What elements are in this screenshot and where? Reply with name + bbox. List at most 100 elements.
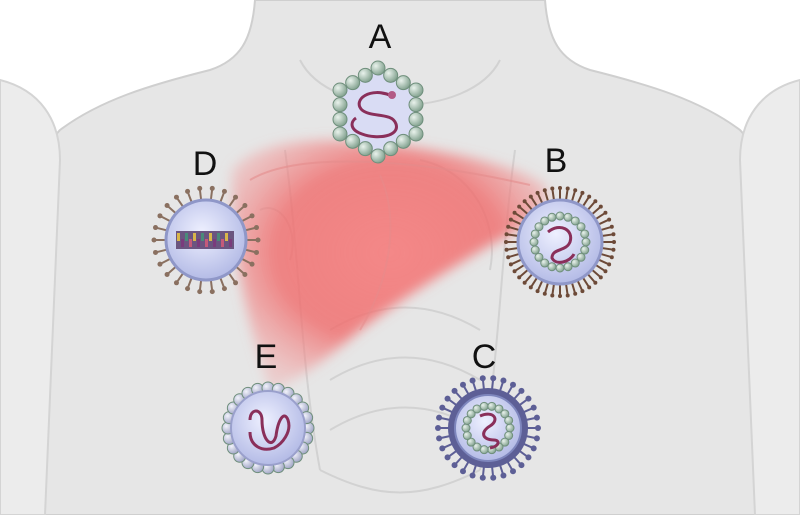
capsomere	[576, 252, 586, 262]
surface-spike-tip	[490, 375, 497, 382]
core-segment	[209, 233, 212, 241]
core-segment	[221, 239, 224, 247]
core-segment	[229, 239, 232, 247]
capsomere	[570, 216, 580, 226]
virus-a-genome-end	[388, 91, 396, 99]
capsomere	[408, 97, 424, 113]
capsomere	[466, 409, 476, 419]
virus-label-e: E	[255, 338, 278, 376]
surface-spike-tip	[565, 186, 570, 191]
virus-c-capsid	[461, 401, 515, 455]
surface-spike-tip	[153, 249, 159, 255]
surface-spike	[551, 188, 556, 201]
surface-spike-tip	[444, 454, 451, 461]
virus-d: D	[151, 145, 261, 295]
core-segment	[197, 239, 200, 247]
surface-spike-tip	[233, 280, 239, 286]
surface-spike-tip	[242, 203, 248, 209]
surface-spike-tip	[518, 387, 525, 394]
surface-spike	[581, 196, 591, 208]
surface-spike-tip	[593, 199, 598, 204]
surface-spike-tip	[506, 255, 511, 260]
capsomere	[505, 423, 515, 433]
surface-spike-tip	[221, 188, 227, 194]
capsomere	[570, 258, 580, 268]
surface-spike	[510, 218, 523, 226]
surface-spike-tip	[242, 271, 248, 277]
surface-spike-tip	[435, 425, 441, 431]
surface-spike-tip	[157, 261, 163, 267]
surface-spike	[594, 263, 606, 273]
surface-spike-tip	[512, 269, 517, 274]
capsomere	[555, 211, 565, 221]
capsomere	[563, 262, 573, 272]
surface-spike-tip	[504, 232, 509, 237]
core-segment	[181, 239, 184, 247]
surface-spike	[586, 273, 597, 284]
surface-spike-tip	[533, 414, 540, 421]
surface-spike-tip	[164, 271, 170, 277]
surface-spike-tip	[221, 286, 227, 292]
surface-spike-tip	[436, 435, 443, 442]
capsomere	[395, 75, 411, 91]
virus-a: A	[332, 18, 424, 164]
surface-spike-tip	[522, 199, 527, 204]
surface-spike-tip	[185, 286, 191, 292]
surface-spike-tip	[451, 462, 458, 469]
core-segment	[189, 239, 192, 247]
surface-spike-tip	[510, 468, 516, 475]
surface-spike-tip	[209, 185, 215, 191]
surface-spike-tip	[469, 472, 476, 479]
capsomere	[332, 111, 348, 127]
surface-spike-tip	[609, 224, 614, 229]
virus-b-capsid	[529, 211, 591, 273]
surface-spike-tip	[528, 285, 533, 290]
surface-spike	[506, 233, 519, 238]
capsomere	[370, 60, 386, 76]
surface-spike-tip	[197, 289, 203, 295]
surface-spike	[514, 263, 526, 273]
surface-spike-tip	[550, 293, 555, 298]
surface-spike-tip	[530, 445, 537, 452]
surface-spike	[536, 279, 544, 292]
surface-spike	[576, 192, 584, 205]
surface-spike-tip	[517, 275, 522, 280]
surface-spike-tip	[253, 225, 259, 231]
surface-spike-tip	[542, 188, 547, 193]
surface-spike-tip	[508, 262, 513, 267]
surface-spike-tip	[233, 194, 239, 200]
surface-spike-tip	[500, 377, 507, 384]
surface-spike-tip	[558, 294, 562, 298]
surface-spike-tip	[253, 249, 259, 255]
surface-spike	[601, 246, 614, 251]
surface-spike-tip	[504, 240, 508, 244]
surface-spike-tip	[535, 190, 540, 195]
surface-spike-tip	[580, 289, 585, 294]
surface-spike-tip	[209, 289, 215, 295]
core-segment	[213, 239, 216, 247]
surface-spike-tip	[522, 280, 527, 285]
surface-spike-tip	[530, 404, 537, 411]
surface-spike	[551, 283, 556, 296]
surface-spike-tip	[255, 237, 261, 243]
surface-spike-tip	[587, 285, 592, 290]
surface-spike-tip	[439, 404, 446, 411]
capsomere	[530, 245, 540, 255]
surface-spike-tip	[611, 247, 616, 252]
surface-spike	[523, 273, 534, 284]
capsomere	[332, 126, 348, 142]
surface-spike-tip	[151, 237, 157, 243]
core-segment	[201, 233, 204, 241]
capsomere	[555, 263, 565, 273]
surface-spike	[586, 200, 597, 211]
capsomere	[383, 67, 399, 83]
right-arm	[738, 78, 800, 515]
capsomere	[466, 437, 476, 447]
capsomere	[345, 133, 361, 149]
surface-spike	[581, 276, 591, 288]
left-arm	[0, 78, 62, 515]
surface-spike-tip	[558, 186, 562, 190]
capsomere	[500, 437, 510, 447]
